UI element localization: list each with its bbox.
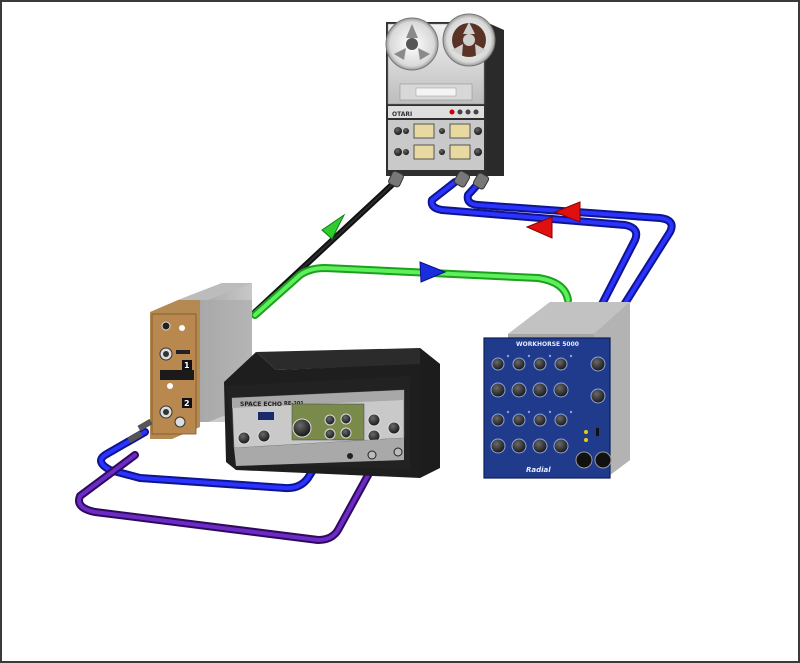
knob[interactable] bbox=[553, 438, 569, 454]
knob[interactable] bbox=[533, 413, 547, 427]
tape-machine: OTARI bbox=[385, 13, 504, 190]
knob[interactable] bbox=[532, 382, 548, 398]
red-arrow-icon-lower bbox=[525, 216, 553, 239]
knob[interactable] bbox=[512, 357, 526, 371]
knob[interactable] bbox=[237, 431, 251, 445]
workhorse-title: WORKHORSE 5000 bbox=[516, 341, 579, 348]
knob[interactable] bbox=[554, 413, 568, 427]
knob[interactable] bbox=[490, 438, 506, 454]
workhorse-brand: Radial bbox=[526, 466, 551, 474]
knob[interactable] bbox=[511, 438, 527, 454]
knob[interactable] bbox=[340, 427, 352, 439]
knob[interactable] bbox=[553, 382, 569, 398]
knob[interactable] bbox=[554, 357, 568, 371]
knob[interactable] bbox=[533, 357, 547, 371]
knob[interactable] bbox=[340, 413, 352, 425]
xlr-jack-icon[interactable] bbox=[594, 451, 612, 469]
knob[interactable] bbox=[324, 414, 336, 426]
flow-arrows bbox=[321, 201, 581, 283]
knob[interactable] bbox=[257, 429, 271, 443]
vu-meter bbox=[413, 144, 435, 160]
workhorse-chassis: WORKHORSE 5000 bbox=[483, 302, 630, 479]
blue-arrow-icon bbox=[419, 261, 447, 283]
channel-1-label: 1 bbox=[184, 361, 190, 370]
knob[interactable] bbox=[367, 413, 381, 427]
knob[interactable] bbox=[511, 382, 527, 398]
xlr-jack-icon[interactable] bbox=[575, 451, 593, 469]
tape-brand-label: OTARI bbox=[392, 111, 412, 118]
green-arrow-icon bbox=[321, 213, 346, 240]
channel-2-label: 2 bbox=[184, 399, 190, 408]
red-arrow-icon-upper bbox=[553, 201, 581, 223]
knob[interactable] bbox=[532, 438, 548, 454]
space-echo-unit: SPACE ECHO RE-201 bbox=[224, 348, 440, 478]
blue-return-cable-2 bbox=[463, 180, 676, 312]
vu-meter bbox=[413, 123, 435, 139]
cables bbox=[75, 178, 676, 544]
knob[interactable] bbox=[292, 418, 312, 438]
space-echo-title: SPACE ECHO bbox=[240, 401, 282, 408]
knob[interactable] bbox=[590, 356, 606, 372]
knob[interactable] bbox=[590, 388, 606, 404]
knob[interactable] bbox=[491, 413, 505, 427]
knob[interactable] bbox=[491, 357, 505, 371]
knob[interactable] bbox=[512, 413, 526, 427]
blue-return-cable-1 bbox=[427, 178, 641, 312]
knob[interactable] bbox=[324, 428, 336, 440]
vu-meter bbox=[449, 144, 471, 160]
knob[interactable] bbox=[490, 382, 506, 398]
vu-meter bbox=[449, 123, 471, 139]
knob[interactable] bbox=[387, 421, 401, 435]
